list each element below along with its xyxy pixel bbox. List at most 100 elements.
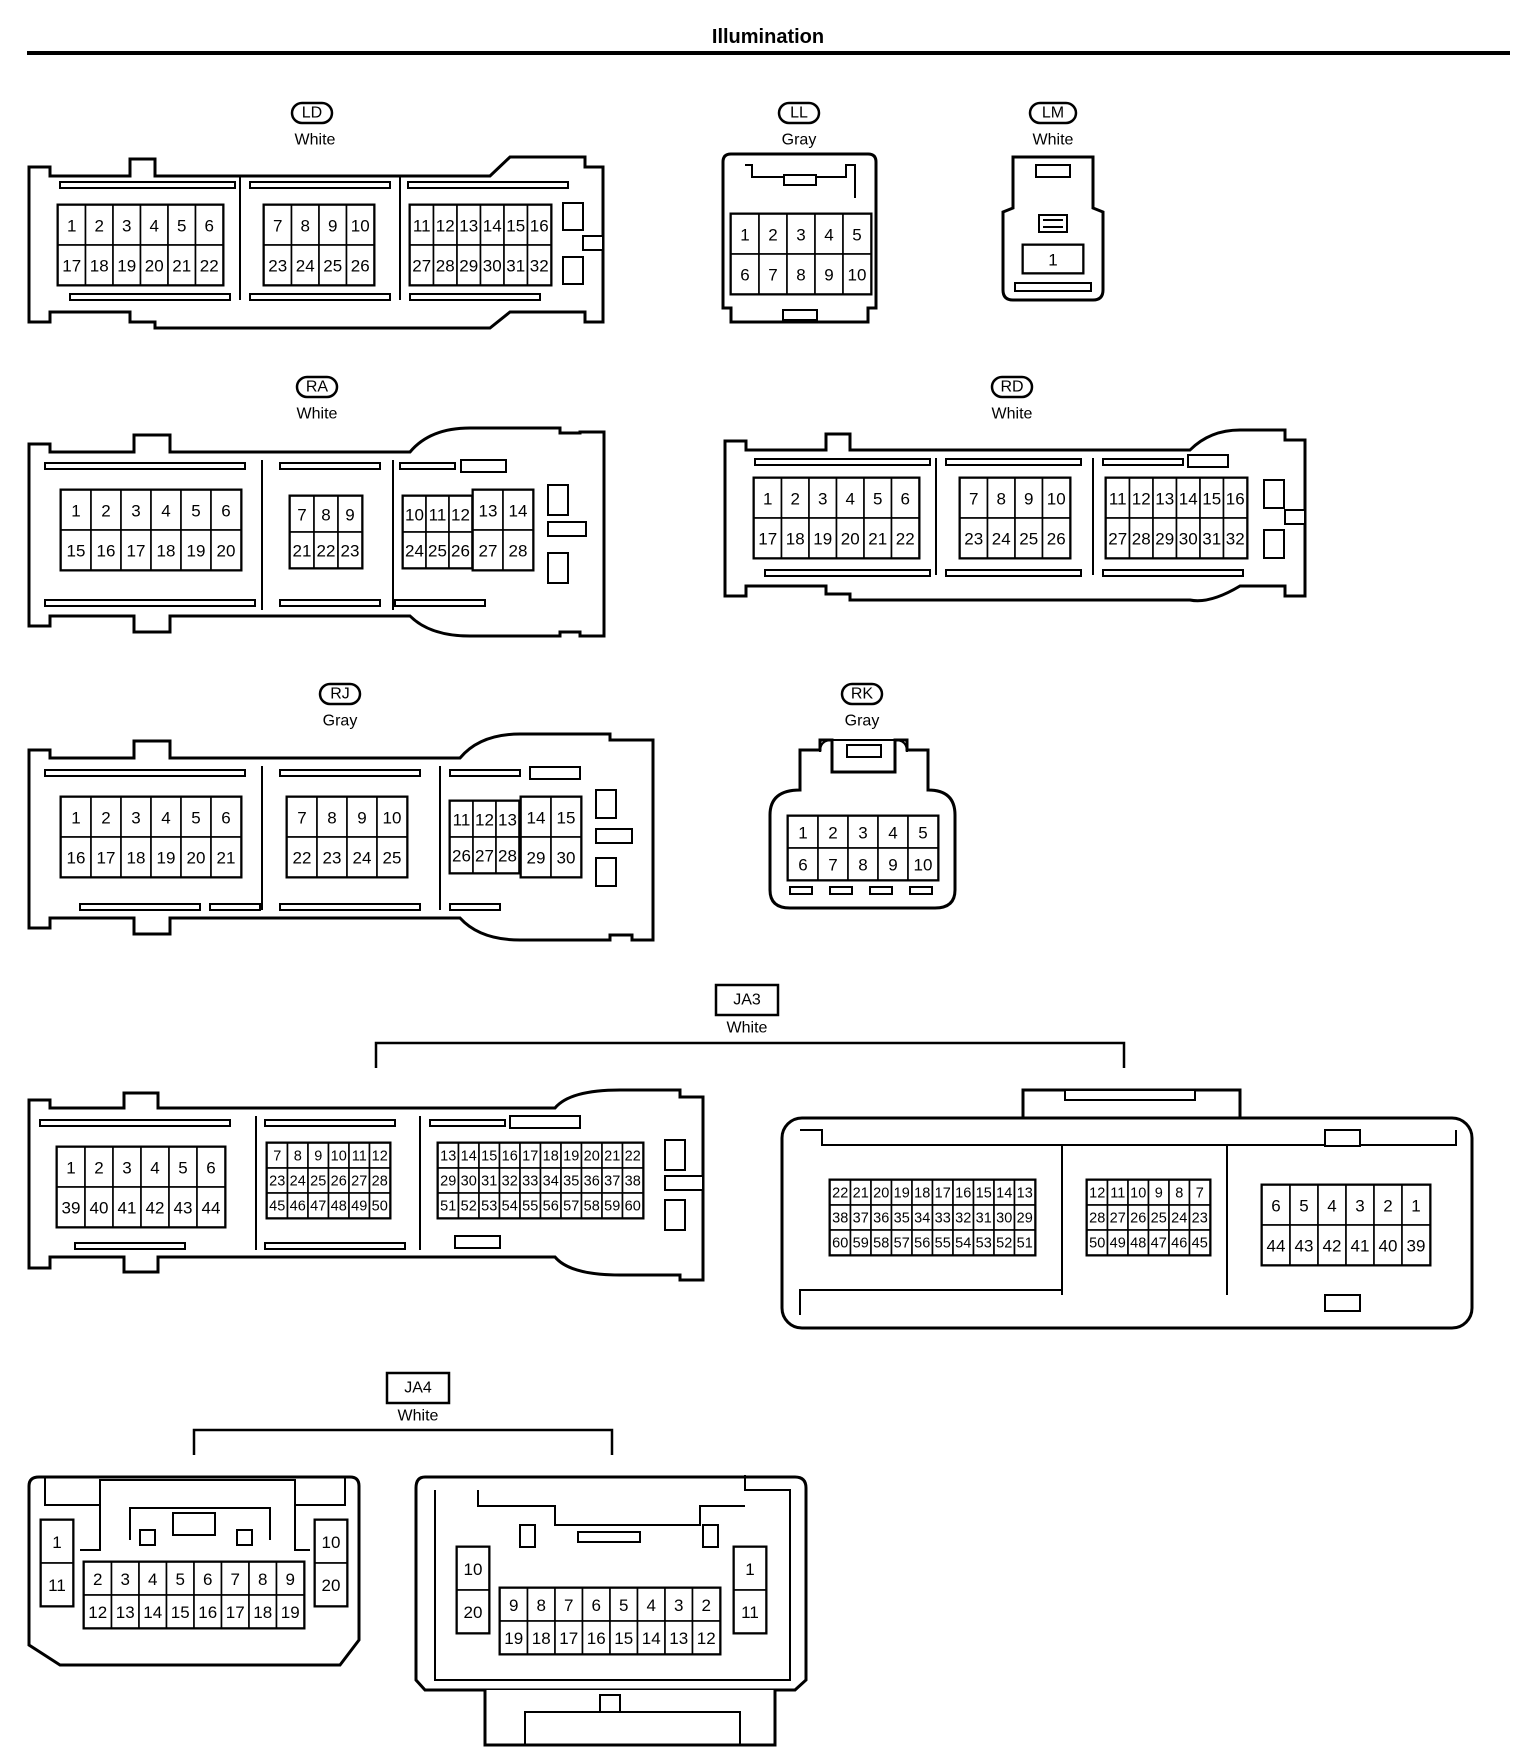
pin-number: 20	[873, 1186, 889, 1202]
pin-number: 10	[914, 856, 933, 875]
pin-number: 2	[791, 490, 800, 509]
pin-cell	[316, 836, 348, 878]
pin-number: 49	[351, 1199, 367, 1215]
pin-number: 55	[935, 1236, 951, 1252]
pin-number: 24	[290, 1174, 306, 1190]
pin-cell	[150, 529, 182, 571]
pin-number: 6	[205, 217, 214, 236]
pin-number: 30	[461, 1174, 477, 1190]
pin-number: 13	[116, 1603, 135, 1622]
pin-number: 56	[914, 1236, 930, 1252]
connector-code: LD	[302, 105, 322, 122]
pin-number: 28	[1089, 1211, 1105, 1227]
pin-number: 12	[372, 1149, 388, 1165]
pin-number: 10	[351, 217, 370, 236]
pin-number: 40	[90, 1199, 109, 1218]
pin-number: 7	[297, 809, 306, 828]
pin-number: 32	[530, 257, 549, 276]
connector-code: JA3	[733, 992, 761, 1009]
pin-number: 14	[461, 1149, 477, 1165]
pin-number: 4	[161, 502, 170, 521]
pin-number: 36	[873, 1211, 889, 1227]
pin-number: 16	[198, 1603, 217, 1622]
pin-number: 29	[459, 257, 478, 276]
pin-number: 52	[461, 1199, 477, 1215]
pin-number: 8	[1175, 1186, 1183, 1202]
pin-number: 10	[464, 1560, 483, 1579]
pin-number: 30	[1179, 530, 1198, 549]
pin-number: 33	[935, 1211, 951, 1227]
page-title: Illumination	[712, 26, 824, 48]
pin-cell	[120, 489, 152, 531]
pin-number: 47	[1151, 1236, 1167, 1252]
pin-number: 58	[873, 1236, 889, 1252]
pin-number: 9	[314, 1149, 322, 1165]
pin-number: 1	[66, 1159, 75, 1178]
pin-number: 6	[221, 502, 230, 521]
pin-number: 8	[997, 490, 1006, 509]
pin-cell	[168, 1146, 198, 1188]
pin-cell	[337, 495, 363, 533]
pin-number: 12	[475, 811, 494, 830]
pin-number: 21	[217, 849, 236, 868]
pin-number: 20	[464, 1603, 483, 1622]
pin-cell	[1014, 517, 1044, 559]
pin-number: 5	[1299, 1197, 1308, 1216]
pin-number: 33	[522, 1174, 538, 1190]
pin-cell	[286, 836, 318, 878]
pin-number: 3	[1355, 1197, 1364, 1216]
pin-number: 23	[269, 1174, 285, 1190]
pin-cell	[456, 1546, 490, 1591]
pin-cell	[753, 517, 783, 559]
pin-number: 23	[323, 849, 342, 868]
pin-number: 10	[1047, 490, 1066, 509]
pin-number: 20	[145, 257, 164, 276]
pin-number: 26	[351, 257, 370, 276]
pin-number: 6	[203, 1570, 212, 1589]
pin-cell	[502, 529, 534, 571]
pin-number: 30	[996, 1211, 1012, 1227]
pin-number: 8	[858, 856, 867, 875]
pin-number: 16	[97, 542, 116, 561]
pin-cell	[140, 1186, 170, 1228]
pin-number: 5	[619, 1596, 628, 1615]
pin-number: 2	[95, 217, 104, 236]
pin-number: 5	[191, 809, 200, 828]
pin-number: 8	[327, 809, 336, 828]
pin-number: 1	[71, 809, 80, 828]
pin-number: 59	[604, 1199, 620, 1215]
pin-number: 48	[331, 1199, 347, 1215]
pin-cell	[581, 1620, 611, 1655]
pin-number: 60	[625, 1199, 641, 1215]
pin-cell	[1289, 1224, 1319, 1266]
pin-cell	[248, 1594, 278, 1629]
pin-number: 1	[71, 502, 80, 521]
connector-lm: LM White 1	[1001, 101, 1105, 302]
pin-number: 3	[818, 490, 827, 509]
pin-number: 20	[322, 1576, 341, 1595]
pin-number: 17	[62, 257, 81, 276]
pin-number: 14	[509, 502, 528, 521]
pin-number: 15	[481, 1149, 497, 1165]
pin-number: 19	[157, 849, 176, 868]
pin-number: 6	[206, 1159, 215, 1178]
pin-number: 5	[191, 502, 200, 521]
pin-cell	[84, 204, 114, 246]
pin-cell	[112, 1186, 142, 1228]
pin-number: 4	[888, 824, 897, 843]
pin-number: 12	[1132, 490, 1151, 509]
pin-number: 23	[268, 257, 287, 276]
pin-number: 16	[955, 1186, 971, 1202]
pin-number: 50	[1089, 1236, 1105, 1252]
pin-number: 13	[479, 502, 498, 521]
connector-code: RD	[1000, 379, 1023, 396]
pin-cell	[817, 847, 849, 881]
pin-number: 30	[483, 257, 502, 276]
pin-cell	[84, 1186, 114, 1228]
pin-number: 25	[428, 542, 447, 561]
pin-number: 27	[479, 542, 498, 561]
pin-cell	[986, 517, 1016, 559]
pin-number: 24	[353, 849, 372, 868]
pin-cell	[753, 477, 783, 519]
